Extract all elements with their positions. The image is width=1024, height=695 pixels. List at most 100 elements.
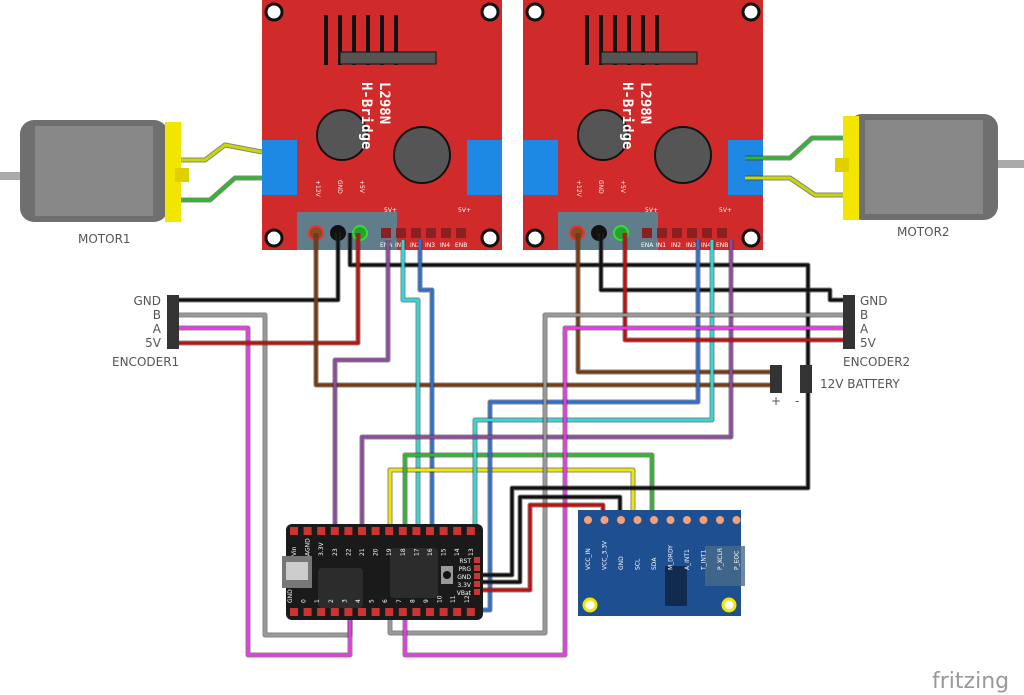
- fritzing-logo: fritzing: [932, 669, 1009, 694]
- jumper-label: 5V+: [645, 207, 658, 214]
- encoder1: GND B A 5V ENCODER1: [112, 294, 179, 369]
- mcu-pin-label: 7: [396, 599, 403, 603]
- hbridge-pin-label: IN1: [656, 242, 666, 249]
- terminal-label: GND: [597, 180, 604, 194]
- imu-pin-label: GND: [618, 556, 625, 570]
- terminal-label: +5V: [358, 180, 365, 194]
- wire: [172, 233, 340, 302]
- mcu-pin-label: 18: [400, 548, 407, 556]
- wire: [314, 233, 775, 387]
- mcu-pin-label: GND: [287, 589, 294, 603]
- imu-pin-label: SDA: [651, 557, 658, 570]
- hbridge-pin-label: IN2: [410, 242, 420, 249]
- mcu-pin-label: 0: [301, 599, 308, 603]
- jumper-label: 5V+: [384, 207, 397, 214]
- motor2-label: MOTOR2: [897, 225, 950, 239]
- jumper-label: 5V+: [719, 207, 732, 214]
- jumper-label: 5V+: [458, 207, 471, 214]
- encoder2-pin-a: A: [860, 322, 869, 336]
- terminal-label: +12V: [314, 180, 321, 198]
- encoder2: GND B A 5V ENCODER2: [843, 294, 910, 369]
- mcu-pin-label: 22: [345, 548, 352, 556]
- mcu-pin-label: 23: [332, 548, 339, 556]
- imu-pin-label: T_INT1: [701, 549, 708, 571]
- mcu-pin-label: 3.3V: [318, 541, 325, 556]
- mcu-pin-label: 14: [454, 548, 461, 556]
- wire: [623, 233, 848, 342]
- hbridge-subtitle: H-Bridge: [619, 82, 635, 149]
- wire: [172, 326, 352, 657]
- encoder2-label: ENCODER2: [843, 355, 910, 369]
- mcu-pin-label: 2: [328, 599, 335, 603]
- hbridge-title: L298N: [376, 82, 392, 124]
- encoder1-pin-5v: 5V: [145, 336, 162, 350]
- wire: [576, 233, 775, 374]
- motor1: MOTOR1: [0, 120, 189, 246]
- encoder2-pin-5v: 5V: [860, 336, 877, 350]
- mcu-pin-label: 10: [437, 595, 444, 603]
- imu-pin-label: A_INT1: [684, 549, 691, 570]
- encoder1-pin-a: A: [153, 322, 162, 336]
- mcu-pin-label: 11: [450, 595, 457, 603]
- wire-outline: [575, 233, 775, 375]
- imu-pin-label: VCC_IN: [585, 548, 592, 570]
- battery-plus: +: [771, 394, 781, 408]
- wire: [333, 240, 390, 527]
- wire: [388, 313, 848, 635]
- mcu-pin-label: 17: [413, 548, 420, 556]
- mcu-pin-label: 4: [355, 599, 362, 603]
- mcu-pin-label: 21: [359, 548, 366, 556]
- wire: [418, 240, 434, 527]
- imu-pin-label: P_EOC: [734, 551, 741, 570]
- hbridge-pin-label: IN2: [671, 242, 681, 249]
- hbridge-subtitle: H-Bridge: [358, 82, 374, 149]
- motor1-label: MOTOR1: [78, 232, 131, 246]
- encoder1-pin-b: B: [153, 308, 161, 322]
- mcu-pin-label: 1: [314, 599, 321, 603]
- mcu-pin-label: AGND: [305, 538, 312, 556]
- battery: 12V BATTERY + -: [770, 365, 900, 408]
- mcu-pin-label: Vin: [291, 546, 298, 556]
- battery-label: 12V BATTERY: [820, 377, 900, 391]
- wire: [401, 240, 420, 527]
- imu-pin-label: M_DRDY: [668, 545, 675, 570]
- wire: [599, 233, 848, 302]
- motor2: MOTOR2: [835, 114, 1024, 239]
- terminal-label: +12V: [575, 180, 582, 198]
- wire: [478, 390, 810, 577]
- wire: [478, 495, 622, 584]
- wire: [478, 240, 700, 612]
- hbridge-pin-label: IN1: [395, 242, 405, 249]
- wire: [172, 233, 360, 345]
- hbridge-pin-label: IN3: [425, 242, 435, 249]
- battery-minus: -: [795, 394, 799, 408]
- wire: [403, 326, 848, 657]
- mcu-pin-label: 15: [441, 548, 448, 556]
- mcu-pin-label: 19: [386, 548, 393, 556]
- wire: [181, 143, 263, 162]
- mcu-side-pin-label: GND: [457, 574, 471, 581]
- mcu-pin-label: 6: [382, 599, 389, 603]
- hbridge-pin-label: IN3: [686, 242, 696, 249]
- hbridge-pin-label: ENB: [716, 242, 728, 249]
- mcu-pin-label: 8: [409, 599, 416, 603]
- wire: [745, 136, 843, 160]
- hbridge-pin-label: IN4: [440, 242, 450, 249]
- imu-pin-label: VCC_3.3V: [602, 540, 609, 570]
- mcu-pin-label: 3: [341, 599, 348, 603]
- mcu-pin-label: 16: [427, 548, 434, 556]
- mcu-side-pin-label: RST: [459, 558, 471, 565]
- hbridge-title: L298N: [637, 82, 653, 124]
- mcu-pin-label: 20: [373, 548, 380, 556]
- wire: [181, 176, 262, 202]
- mcu-pin-label: 13: [468, 548, 475, 556]
- terminal-label: +5V: [619, 180, 626, 194]
- mcu-side-pin-label: VBat: [457, 590, 472, 597]
- terminal-label: GND: [336, 180, 343, 194]
- mcu-side-pin-label: 3.3V: [457, 582, 472, 589]
